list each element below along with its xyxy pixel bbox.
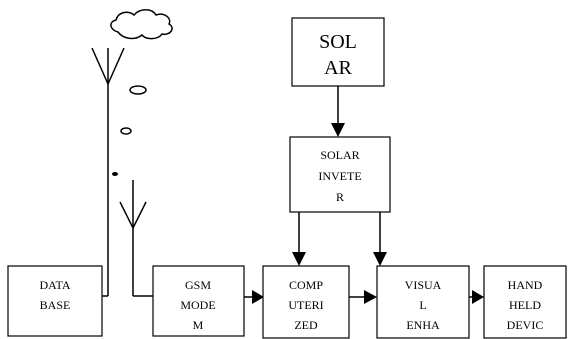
arrowhead — [472, 290, 484, 304]
database-label-2: BASE — [40, 298, 71, 312]
computerized-box: COMP UTERI ZED — [262, 265, 350, 339]
gsm-label-2: MODE — [180, 298, 215, 312]
visual-enhancer-box: VISUA L ENHA — [376, 265, 470, 339]
computer-label-2: UTERI — [288, 298, 323, 312]
visual-label-3: ENHA — [406, 318, 440, 332]
handheld-label-3: DEVIC — [507, 318, 544, 332]
inverter-box: SOLAR INVETE R — [289, 136, 391, 213]
antenna-icon — [119, 180, 153, 297]
arrowhead — [331, 123, 345, 137]
handheld-label-2: HELD — [509, 298, 541, 312]
solar-label-2: AR — [324, 57, 352, 79]
computer-label-3: ZED — [294, 318, 318, 332]
visual-label-2: L — [419, 298, 426, 312]
solar-label-1: SOL — [319, 31, 357, 53]
database-box: DATA BASE — [7, 265, 103, 337]
inverter-label-1: SOLAR — [320, 148, 359, 162]
inverter-label-3: R — [336, 190, 344, 204]
inverter-label-2: INVETE — [318, 169, 361, 183]
bubble-icon — [120, 127, 132, 135]
antenna-icon — [91, 47, 125, 297]
bubble-icon — [129, 85, 147, 95]
database-label-1: DATA — [39, 278, 70, 292]
bubble-icon — [112, 172, 118, 176]
solar-box: SOL AR — [291, 17, 385, 87]
arrowhead — [364, 290, 377, 304]
handheld-device-box: HAND HELD DEVIC — [483, 265, 567, 339]
arrowhead — [252, 290, 264, 304]
gsm-label-1: GSM — [185, 278, 211, 292]
arrowhead — [292, 252, 306, 266]
handheld-label-1: HAND — [508, 278, 543, 292]
cloud-icon — [110, 9, 173, 40]
arrowhead — [373, 252, 387, 266]
gsm-modem-box: GSM MODE M — [152, 265, 245, 337]
visual-label-1: VISUA — [405, 278, 442, 292]
gsm-label-3: M — [193, 318, 204, 332]
computer-label-1: COMP — [289, 278, 323, 292]
